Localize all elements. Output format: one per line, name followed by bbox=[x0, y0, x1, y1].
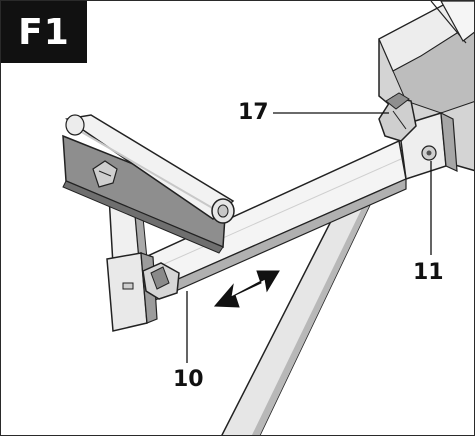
clamp-lever-rib bbox=[392, 110, 407, 130]
support-roller bbox=[65, 114, 235, 220]
support-plate-lip bbox=[62, 180, 224, 254]
figure-badge: F1 bbox=[1, 1, 87, 63]
callout-17: 17 bbox=[238, 100, 269, 125]
sleeve-slot bbox=[122, 282, 134, 290]
callout-11: 11 bbox=[413, 260, 444, 285]
sleeve-knob-grip bbox=[150, 266, 170, 290]
roller-highlight bbox=[72, 126, 222, 214]
roller-start-cap bbox=[65, 114, 85, 136]
locking-screw-11-center bbox=[426, 150, 432, 156]
arm-end-bracket-side bbox=[440, 111, 458, 172]
clamp-lever-17-grip bbox=[385, 92, 410, 110]
trestle-leg-shade bbox=[251, 171, 386, 435]
roller-end-hub bbox=[217, 204, 229, 218]
extension-bar-edge bbox=[143, 158, 402, 274]
stand-rail bbox=[440, 1, 474, 42]
support-sleeve bbox=[106, 252, 148, 332]
callout-10: 10 bbox=[173, 367, 204, 392]
double-arrow bbox=[213, 270, 280, 308]
plate-knob-rib bbox=[98, 170, 112, 177]
